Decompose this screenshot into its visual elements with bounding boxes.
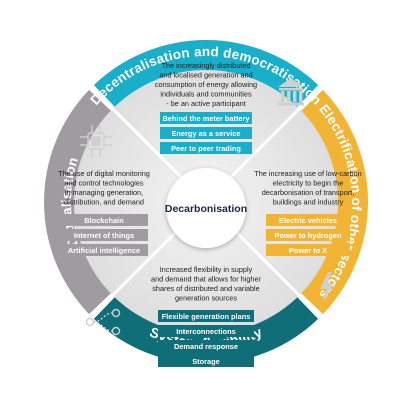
- svg-text:Power to X: Power to X: [289, 246, 327, 255]
- center-hub: Decarbonisation: [165, 168, 247, 248]
- network-flow-icon: [85, 308, 121, 336]
- description-line: buildings and industry: [273, 198, 344, 207]
- items-bottom: Flexible generation plans Interconnectio…: [158, 310, 254, 367]
- description-line: decarbonisation of transport,: [262, 188, 354, 197]
- description-line: The use of digital monitoring: [58, 169, 150, 178]
- item-pill: Blockchain: [60, 214, 148, 226]
- svg-text:Electric vehicles: Electric vehicles: [279, 216, 337, 225]
- items-right: Electric vehicles Power to hydrogen Powe…: [266, 214, 350, 256]
- building-columns-icon: [278, 78, 304, 106]
- description-line: The increasing use of low-carbon: [254, 169, 361, 178]
- description-line: and localised generation and: [159, 71, 252, 80]
- svg-text:Blockchain: Blockchain: [84, 216, 124, 225]
- items-left: Blockchain Internet of things Artificial…: [60, 214, 148, 256]
- ring-segment-top: [93, 39, 319, 109]
- svg-text:Internet of things: Internet of things: [74, 231, 134, 240]
- item-pill: Demand response: [158, 340, 254, 352]
- item-pill: Storage: [158, 355, 254, 367]
- description-line: generation sources: [175, 294, 237, 303]
- item-pill: Energy as a service: [160, 127, 252, 139]
- item-pill: Flexible generation plans: [158, 310, 254, 322]
- svg-text:Artificial intelligence: Artificial intelligence: [68, 246, 140, 255]
- description-line: electricity to begin the: [273, 179, 344, 188]
- description-line: in managing generation,: [65, 188, 143, 197]
- ring-segment-bottom: [93, 295, 319, 364]
- circuit-chip-icon: [80, 125, 112, 157]
- description-line: - be an active participant: [166, 99, 246, 108]
- ring-segment-right: [299, 89, 368, 315]
- description-line: and control technologies: [64, 179, 143, 188]
- description-top: The increasingly distributed and localis…: [155, 61, 257, 108]
- description-left: The use of digital monitoring and contro…: [58, 169, 150, 207]
- item-pill: Interconnections: [158, 325, 254, 337]
- description-line: shares of distributed and variable: [152, 284, 260, 293]
- center-label: Decarbonisation: [165, 203, 247, 215]
- item-pill: Peer to peer trading: [160, 142, 252, 154]
- description-line: The increasingly distributed: [162, 61, 251, 70]
- description-bottom: Increased flexibility in supply and dema…: [151, 265, 261, 303]
- svg-text:Behind the meter battery: Behind the meter battery: [162, 114, 250, 123]
- svg-text:Storage: Storage: [192, 357, 220, 366]
- item-pill: Power to X: [266, 244, 350, 256]
- item-pill: Electric vehicles: [266, 214, 350, 226]
- item-pill: Power to hydrogen: [266, 229, 350, 241]
- outer-ring: [44, 39, 368, 364]
- svg-text:Interconnections: Interconnections: [176, 327, 236, 336]
- items-top: Behind the meter battery Energy as a ser…: [160, 112, 252, 154]
- description-line: and demand that allows for higher: [151, 275, 261, 284]
- svg-text:Demand response: Demand response: [174, 342, 238, 351]
- svg-text:Peer to peer trading: Peer to peer trading: [171, 144, 241, 153]
- item-pill: Behind the meter battery: [160, 112, 252, 124]
- description-line: Increased flexibility in supply: [160, 265, 253, 274]
- lightning-bolt-icon: [320, 272, 334, 302]
- description-line: consumption of energy allowing: [155, 80, 257, 89]
- description-right: The increasing use of low-carbon electri…: [254, 169, 361, 207]
- svg-text:Flexible generation plans: Flexible generation plans: [162, 312, 251, 321]
- description-line: distribution, and demand: [64, 198, 144, 207]
- item-pill: Internet of things: [60, 229, 148, 241]
- ring-segment-left: [44, 89, 113, 315]
- description-line: individuals and communities: [160, 90, 252, 99]
- svg-text:Energy as a service: Energy as a service: [171, 129, 240, 138]
- svg-text:Power to hydrogen: Power to hydrogen: [275, 231, 342, 240]
- item-pill: Artificial intelligence: [60, 244, 148, 256]
